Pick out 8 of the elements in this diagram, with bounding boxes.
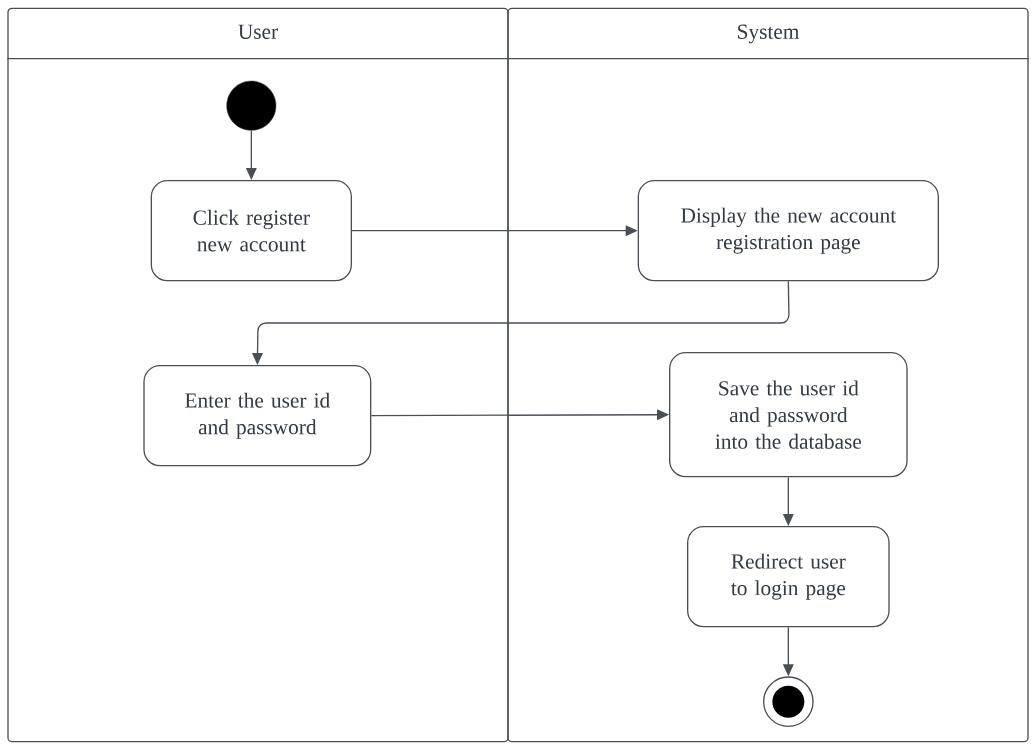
- arrow: [252, 280, 790, 365]
- action-box: Save the user id and password into the database: [669, 352, 908, 478]
- end-node: [763, 676, 814, 727]
- start-node: [226, 80, 277, 131]
- action-box: Display the new account registration page: [637, 180, 939, 282]
- action-box: Click register new account: [150, 180, 352, 282]
- action-box: Redirect user to login page: [687, 526, 890, 628]
- action-box: Enter the user id and password: [143, 365, 372, 467]
